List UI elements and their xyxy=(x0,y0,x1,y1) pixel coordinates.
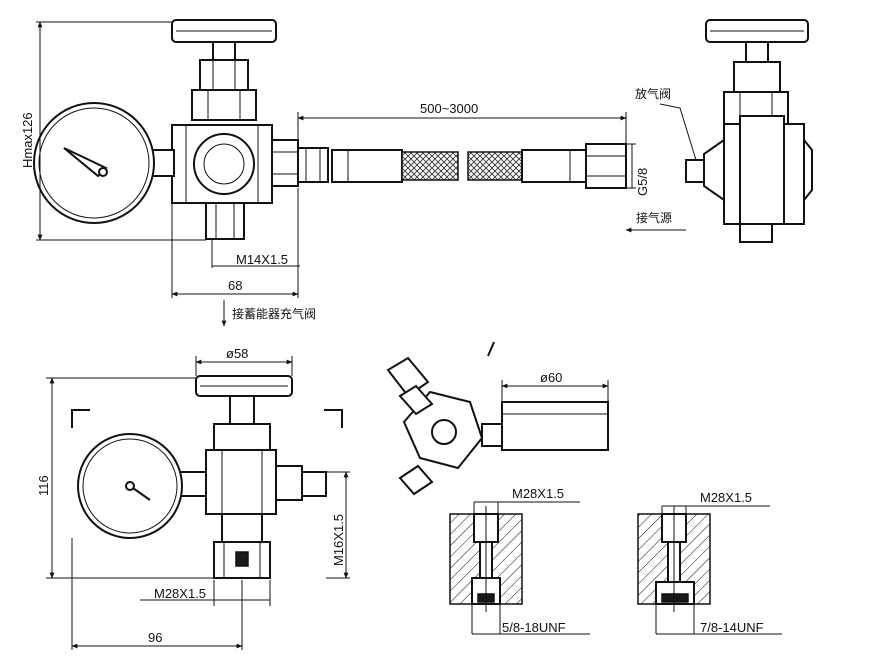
section-b-dimensions: M28X1.5 7/8-14UNF xyxy=(655,490,782,635)
g-thread-label: G5/8 xyxy=(635,168,650,196)
m14-thread-label: M14X1.5 xyxy=(236,252,288,267)
dia-60-label: ø60 xyxy=(540,370,562,385)
section-b xyxy=(637,506,711,612)
m28-front-thread-label: M28X1.5 xyxy=(154,586,206,601)
height-116-label: 116 xyxy=(36,475,51,496)
front-view-assembly xyxy=(33,19,627,240)
side-view-assembly xyxy=(685,19,813,243)
lower-front-dimensions: ø58 116 M16X1.5 M28X1.5 96 xyxy=(36,346,350,650)
vent-valve-label: 放气阀 xyxy=(635,86,671,101)
m28-thread-a-label: M28X1.5 xyxy=(512,486,564,501)
width-96-label: 96 xyxy=(148,630,162,645)
gas-source-label: 接气源 xyxy=(636,210,672,225)
dia-58-label: ø58 xyxy=(226,346,248,361)
section-a-dimensions: M28X1.5 5/8-18UNF xyxy=(471,486,590,635)
h-max-label: Hmax126 xyxy=(20,112,35,168)
rotated-view-dimensions: ø60 xyxy=(501,370,609,402)
side-view-labels: 放气阀 接气源 xyxy=(625,86,697,233)
unf-58-label: 5/8-18UNF xyxy=(502,620,566,635)
width-68-label: 68 xyxy=(228,278,242,293)
hose-length-label: 500~3000 xyxy=(420,101,478,116)
section-a xyxy=(449,506,523,612)
front-view-dimensions: Hmax126 500~3000 G5/8 M14X1.5 68 接蓄能器充气阀 xyxy=(20,21,650,327)
accumulator-label: 接蓄能器充气阀 xyxy=(232,306,316,321)
unf-78-label: 7/8-14UNF xyxy=(700,620,764,635)
m16-thread-label: M16X1.5 xyxy=(331,514,346,566)
lower-front-view xyxy=(71,375,343,579)
rotated-view-assembly xyxy=(386,341,609,496)
m28-thread-b-label: M28X1.5 xyxy=(700,490,752,505)
